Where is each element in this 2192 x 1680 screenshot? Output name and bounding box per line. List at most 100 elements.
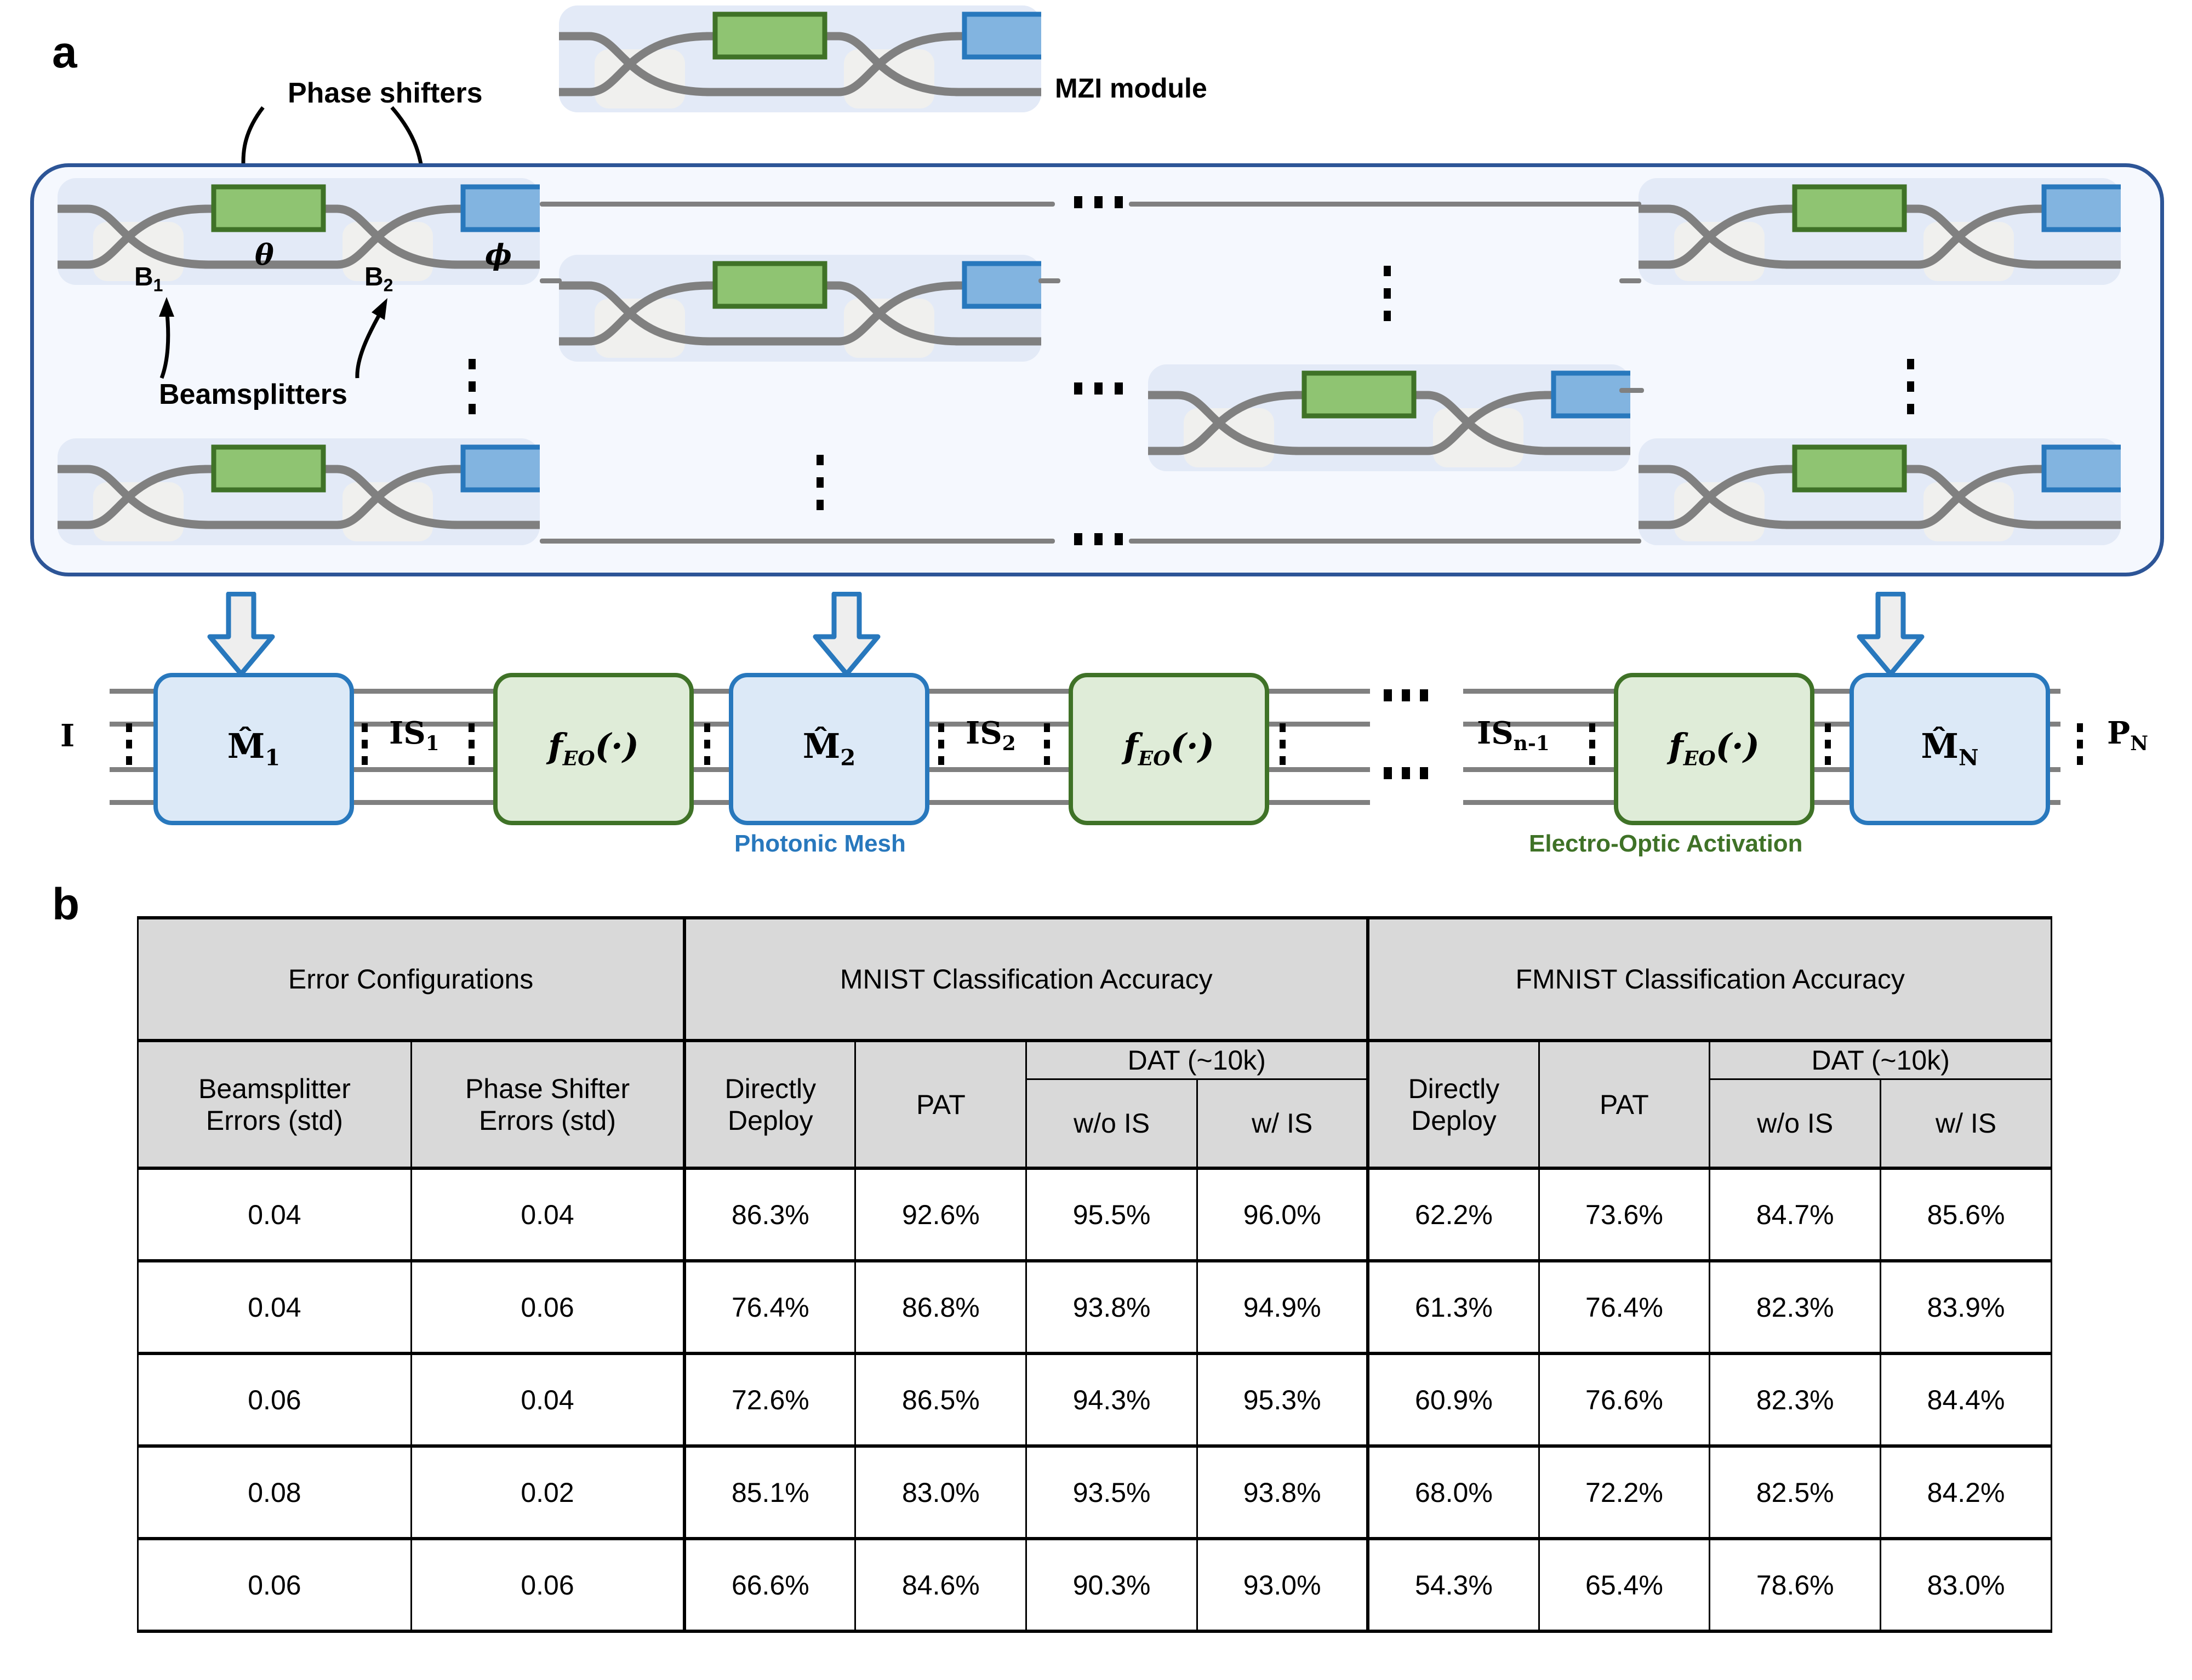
waveguide-row4-right: [1129, 539, 1641, 544]
dot: [1074, 533, 1082, 545]
dot: [1384, 266, 1391, 276]
caption-photonic-mesh: Photonic Mesh: [734, 830, 906, 857]
photonic-mesh-block-n: M̂N: [1850, 673, 2050, 825]
table-cell: 95.3%: [1196, 1352, 1369, 1447]
vdots-3: [704, 723, 710, 765]
activation-block-3: fEO(·): [1614, 673, 1814, 825]
table-cell: 84.2%: [1880, 1444, 2052, 1540]
ellipsis-vert-right: [1907, 359, 1914, 414]
table-cell: 76.4%: [1538, 1259, 1711, 1355]
waveguide-row1-mid: [540, 202, 1055, 207]
table-cell: 0.04: [410, 1352, 686, 1447]
mzi-row2-col2: [559, 255, 1041, 362]
table-subheader-w-is-fmnist: w/ IS: [1880, 1078, 2052, 1169]
is-label-2: IS2: [966, 715, 1016, 756]
b2-sub: 2: [383, 275, 393, 295]
beamsplitter-2-label: B2: [364, 262, 393, 296]
table-cell: 0.04: [137, 1167, 412, 1262]
waveguide-row2-left: [540, 278, 562, 283]
table-cell: 93.8%: [1025, 1259, 1198, 1355]
waveguide-row4-mid: [540, 539, 1055, 544]
table-group-header: FMNIST Classification Accuracy: [1366, 916, 2053, 1042]
mzi-row4-col4: [1639, 438, 2121, 545]
b1-text: B: [134, 262, 153, 292]
dot: [1115, 196, 1123, 208]
table-cell: 60.9%: [1366, 1352, 1540, 1447]
table-cell: 86.8%: [854, 1259, 1028, 1355]
input-label: I: [60, 718, 75, 754]
table-cell: 95.5%: [1025, 1167, 1198, 1262]
dot: [1094, 196, 1103, 208]
down-arrow-2: [813, 592, 881, 677]
table-subheader-dat-fmnist: DAT (~10k): [1709, 1039, 2052, 1080]
mzi-row4-col1: [58, 438, 540, 545]
is-label-n1: ISn-1: [1477, 715, 1550, 756]
vdots-2: [469, 723, 475, 765]
vdots-5: [1044, 723, 1050, 765]
table-cell: 83.9%: [1880, 1259, 2052, 1355]
vdots-9: [2077, 723, 2083, 765]
activation-2-label: fEO(·): [1123, 726, 1214, 770]
table-cell: 65.4%: [1538, 1537, 1711, 1633]
panel-letter-b: b: [52, 879, 80, 929]
waveguide-row2-right: [1038, 278, 1060, 283]
dot: [1115, 382, 1123, 395]
phase-shifters-label: Phase shifters: [288, 77, 483, 109]
dot: [1115, 533, 1123, 545]
dot: [1402, 689, 1410, 701]
dot: [1384, 311, 1391, 321]
table-cell: 0.06: [410, 1537, 686, 1633]
dot: [1420, 767, 1428, 779]
table-cell: 96.0%: [1196, 1167, 1369, 1262]
table-cell: 0.02: [410, 1444, 686, 1540]
waveguide-row2-far: [1619, 278, 1641, 283]
table-cell: 92.6%: [854, 1167, 1028, 1262]
mesh-block-n-label: M̂N: [1921, 725, 1979, 771]
theta-label: θ: [255, 238, 274, 272]
ellipsis-row4: [1074, 533, 1123, 545]
dot: [469, 381, 476, 392]
table-cell: 84.7%: [1709, 1167, 1882, 1262]
vdots-7: [1589, 723, 1595, 765]
phi-label: ϕ: [485, 238, 512, 272]
dot: [1384, 288, 1391, 299]
dot: [469, 359, 476, 369]
down-arrow-1: [207, 592, 275, 677]
activation-1-label: fEO(·): [548, 726, 639, 770]
table-cell: 66.6%: [683, 1537, 857, 1633]
table-cell: 0.06: [137, 1537, 412, 1633]
table-cell: 94.3%: [1025, 1352, 1198, 1447]
b2-text: B: [364, 262, 384, 292]
table-cell: 73.6%: [1538, 1167, 1711, 1262]
table-cell: 0.04: [137, 1259, 412, 1355]
output-label: PN: [2107, 715, 2149, 756]
table-cell: 0.06: [137, 1352, 412, 1447]
photonic-mesh-block-2: M̂2: [729, 673, 929, 825]
table-cell: 93.5%: [1025, 1444, 1198, 1540]
table-cell: 93.0%: [1196, 1537, 1369, 1633]
ellipsis-row1: [1074, 196, 1123, 208]
waveguide-row3-right: [1619, 388, 1644, 393]
activation-block-2: fEO(·): [1069, 673, 1269, 825]
table-cell: 78.6%: [1709, 1537, 1882, 1633]
caption-electro-optic: Electro-Optic Activation: [1529, 830, 1803, 857]
vdots-8: [1825, 723, 1831, 765]
table-cell: 93.8%: [1196, 1444, 1369, 1540]
mzi-row1-col4: [1639, 178, 2121, 285]
mesh-block-2-label: M̂2: [802, 725, 856, 771]
table-cell: 86.5%: [854, 1352, 1028, 1447]
table-cell: 0.08: [137, 1444, 412, 1540]
is-label-1: IS1: [389, 715, 439, 756]
table-subheader-pat-fmnist: PAT: [1538, 1039, 1711, 1169]
dot: [817, 455, 824, 465]
table-cell: 85.6%: [1880, 1167, 2052, 1262]
table-subheader-dat-mnist: DAT (~10k): [1025, 1039, 1369, 1080]
vdots-6: [1280, 723, 1286, 765]
vdots-input: [126, 723, 132, 765]
table-cell: 83.0%: [854, 1444, 1028, 1540]
table-cell: 85.1%: [683, 1444, 857, 1540]
